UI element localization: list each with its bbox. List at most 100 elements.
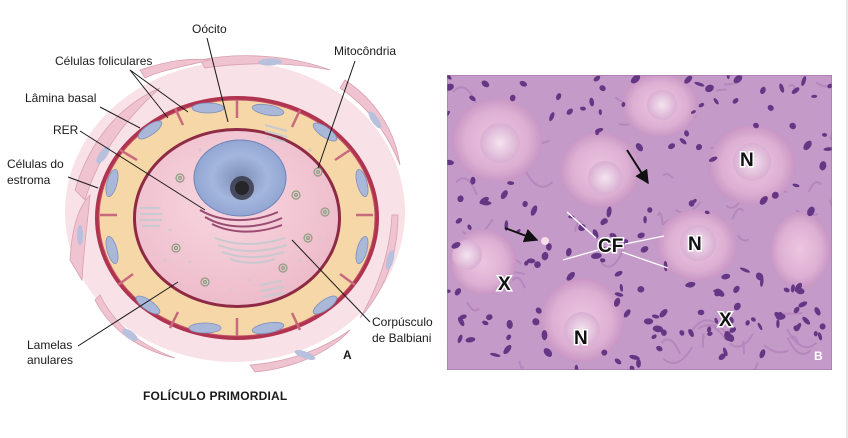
cell-nucleus [524,260,529,266]
cell-nucleus [759,196,768,205]
cell-nucleus [798,301,808,308]
cell-nucleus [823,147,832,151]
cell-nucleus [726,333,735,342]
cell-nucleus [652,325,664,333]
cell-nucleus [714,290,720,297]
cell-nucleus [795,287,805,295]
cell-nucleus [457,334,463,343]
mitochondria [171,167,330,287]
cell-nucleus [598,109,602,116]
label-celulas-do-estroma-2: estroma [7,173,51,187]
cell-nucleus [541,330,548,341]
cell-nucleus [660,329,667,336]
arrow-1 [626,149,649,185]
follicular-nuclei-b [447,75,832,370]
panel-a-diagram [65,55,405,373]
cell-nucleus [614,358,622,365]
cell-nucleus [688,200,695,207]
cell-nucleus [688,328,694,338]
cell-nucleus [679,138,687,145]
cell-nucleus [694,81,705,87]
label-n-3: N [574,328,588,349]
cell-nucleus [792,183,800,188]
cell-nucleus [668,143,676,150]
label-corpusculo-2: de Balbiani [372,331,431,345]
cell-nucleus [656,345,663,352]
cell-nucleus [727,316,734,324]
cell-nucleus [481,80,490,88]
panel-a-letter: A [343,348,352,362]
stromal-nuclei [77,58,395,360]
label-celulas-foliculares: Células foliculares [55,54,152,68]
cell-nucleus [647,207,653,213]
cell-nucleus [811,94,818,99]
cell-nucleus [599,85,606,92]
cell-nucleus [566,108,573,115]
cell-nucleus [600,258,606,263]
cell-nucleus [623,309,631,318]
cell-nucleus [500,190,508,200]
panel-b-letter: B [814,349,823,363]
cell-nucleus [574,364,579,370]
label-rer: RER [53,123,79,137]
cell-nucleus [614,292,624,297]
cell-nucleus [522,200,528,208]
panel-b-micrograph: N N N CF X X B [447,75,832,370]
cell-nucleus [469,95,476,102]
cell-nucleus [534,261,541,268]
cell-nucleus [486,314,493,321]
cell-nucleus [802,316,811,325]
cell-nucleus [776,319,780,328]
cell-nucleus [760,86,766,95]
cell-nucleus [447,159,454,166]
cell-nucleus [546,243,552,251]
cell-nucleus [637,232,645,239]
oocyte-b-8 [770,212,830,288]
cell-nucleus [506,334,512,341]
label-mitocondria: Mitocôndria [334,44,396,58]
cell-nucleus [706,326,712,333]
cell-nucleus [509,94,516,102]
cell-nucleus [684,75,693,84]
cell-nucleus [791,87,800,94]
cell-nucleus [759,349,766,359]
label-oocito: Oócito [192,22,227,36]
cf-leaders [562,211,669,269]
cell-nucleus [601,349,608,356]
cell-nucleus [697,309,705,316]
cell-nucleus [814,307,821,316]
label-n-1: N [740,150,754,171]
cell-nucleus [714,317,719,324]
cell-nucleus [541,251,549,261]
cell-nucleus [507,181,515,186]
cell-nucleus [613,297,621,307]
cell-nucleus [603,218,608,224]
cell-nucleus [535,307,542,314]
cell-nucleus [591,252,602,259]
follicular-nuclei [105,102,369,335]
vesicles [163,148,322,302]
cell-nucleus [506,319,513,329]
cell-nucleus [807,206,815,217]
cell-nucleus [643,318,654,325]
cell-nucleus [459,314,467,320]
cell-nucleus [771,191,779,199]
cell-nucleus [733,285,740,294]
cell-nucleus [457,316,465,327]
cell-nucleus [679,330,685,336]
cell-nucleus [555,93,562,101]
panel-a-caption: FOLÍCULO PRIMORDIAL [143,388,287,403]
cell-nucleus [503,344,512,355]
cell-nucleus [779,83,785,93]
cell-nucleus [629,365,635,370]
cell-nucleus [578,223,586,232]
cell-nucleus [580,106,586,111]
cell-nucleus [635,143,644,152]
cell-nucleus [745,320,750,326]
rer [199,209,283,233]
label-lamelas-1: Lamelas [27,338,72,352]
cell-nucleus [619,283,624,292]
cell-nucleus [822,132,827,137]
cell-nucleus [707,331,713,336]
